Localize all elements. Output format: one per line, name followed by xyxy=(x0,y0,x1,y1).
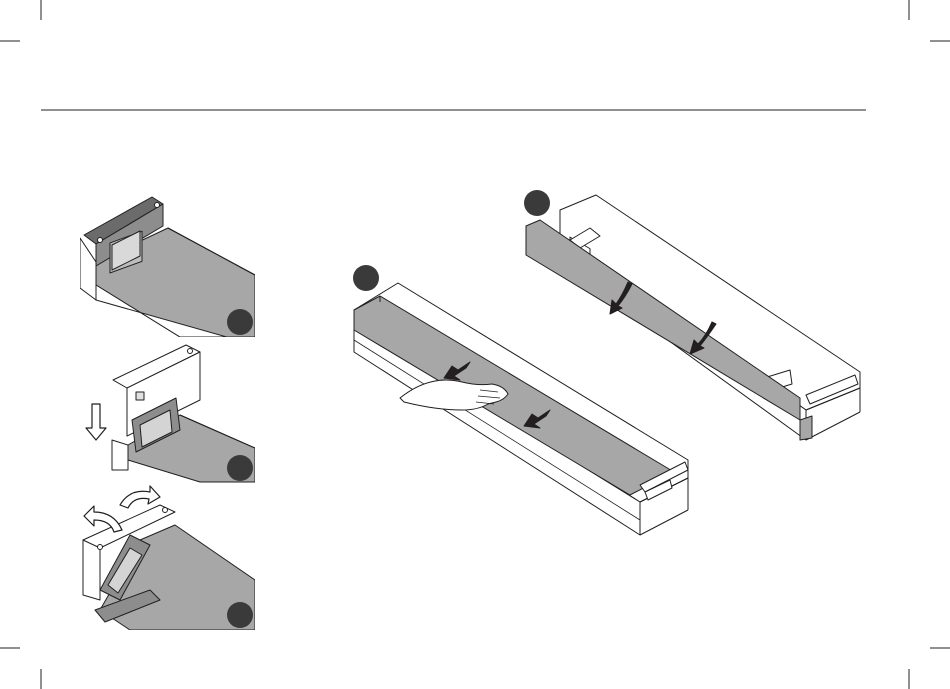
crop-mark-bottom-left xyxy=(0,648,41,689)
step-2-illustration xyxy=(86,345,255,482)
rotate-left-arrow-icon xyxy=(84,506,122,532)
down-arrow-icon xyxy=(86,404,106,440)
step-3-box-side xyxy=(83,540,100,600)
step-4-gray-panel xyxy=(354,296,674,495)
crop-mark-bottom-right xyxy=(909,648,950,689)
step-4-badge xyxy=(353,265,379,291)
step-2-box-side xyxy=(112,440,128,470)
step-1-box-side xyxy=(80,238,96,300)
step-1-illustration xyxy=(80,197,255,345)
step-3-badge xyxy=(227,602,253,628)
step-5-badge xyxy=(524,190,550,216)
step-3-illustration xyxy=(83,486,255,630)
step-2-badge xyxy=(227,455,253,481)
crop-mark-top-right xyxy=(909,0,950,41)
crop-mark-top-left xyxy=(0,0,41,41)
step-1-badge xyxy=(227,309,253,335)
rotate-right-arrow-icon xyxy=(120,486,160,508)
